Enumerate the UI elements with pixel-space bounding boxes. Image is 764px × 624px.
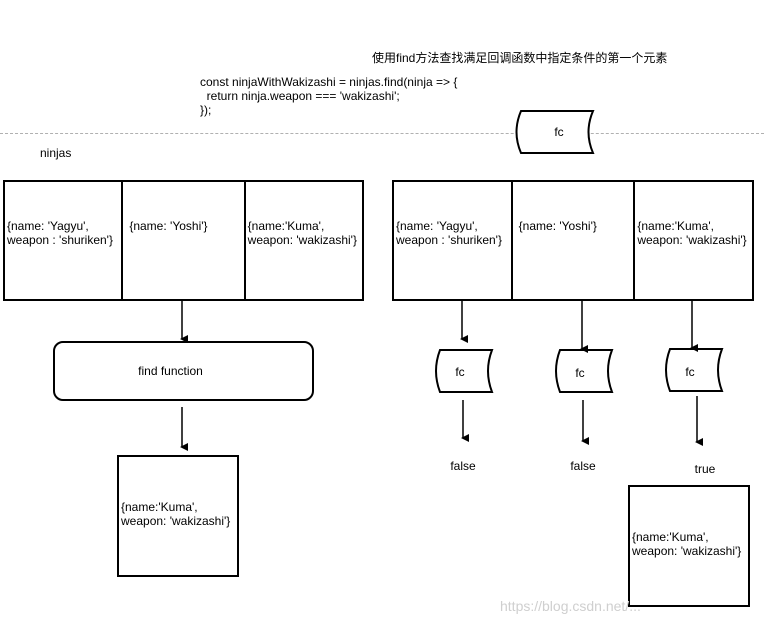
right-array-cell-yagyu: {name: 'Yagyu', weapon : 'shuriken'} [394,182,513,299]
watermark: https://blog.csdn.net/... [500,598,641,614]
right-array-cell-yoshi: {name: 'Yoshi'} [513,182,636,299]
code-line-3: }); [200,103,212,117]
diagram-title: 使用find方法查找满足回调函数中指定条件的第一个元素 [372,51,668,65]
left-ninjas-array: {name: 'Yagyu', weapon : 'shuriken'} {na… [3,180,364,301]
left-array-cell-yagyu: {name: 'Yagyu', weapon : 'shuriken'} [5,182,124,299]
outcome-label-kuma: true [694,462,716,476]
callback-fc-tape-kuma: fc [665,348,724,392]
find-function-label: find function [138,364,203,378]
callback-fc-label-kuma: fc [685,365,694,379]
code-line-1: const ninjaWithWakizashi = ninjas.find(n… [200,75,458,89]
right-ninjas-array: {name: 'Yagyu', weapon : 'shuriken'} {na… [392,180,754,301]
outcome-label-yagyu: false [450,459,476,473]
ninjas-label: ninjas [40,146,72,160]
separator-dashed-line [0,133,764,134]
right-array-cell-kuma: {name:'Kuma', weapon: 'wakizashi'} [637,219,747,247]
callback-fc-label-yoshi: fc [575,366,584,380]
callback-fc-tape-yoshi: fc [555,349,614,393]
left-array-cell-yoshi: {name: 'Yoshi'} [123,182,246,299]
callback-fc-tape-yagyu: fc [435,349,494,393]
outcome-label-yoshi: false [570,459,596,473]
callback-fc-tape-top: fc [515,110,595,154]
left-result-box: {name:'Kuma', weapon: 'wakizashi'} [117,455,239,577]
right-result-box: {name:'Kuma', weapon: 'wakizashi'} [628,485,750,607]
code-line-2: return ninja.weapon === 'wakizashi'; [200,89,400,103]
code-snippet: const ninjaWithWakizashi = ninjas.find(n… [200,75,457,117]
callback-fc-label-top: fc [554,125,563,139]
left-array-cell-kuma: {name:'Kuma', weapon: 'wakizashi'} [247,219,357,247]
callback-fc-label-yagyu: fc [455,365,464,379]
